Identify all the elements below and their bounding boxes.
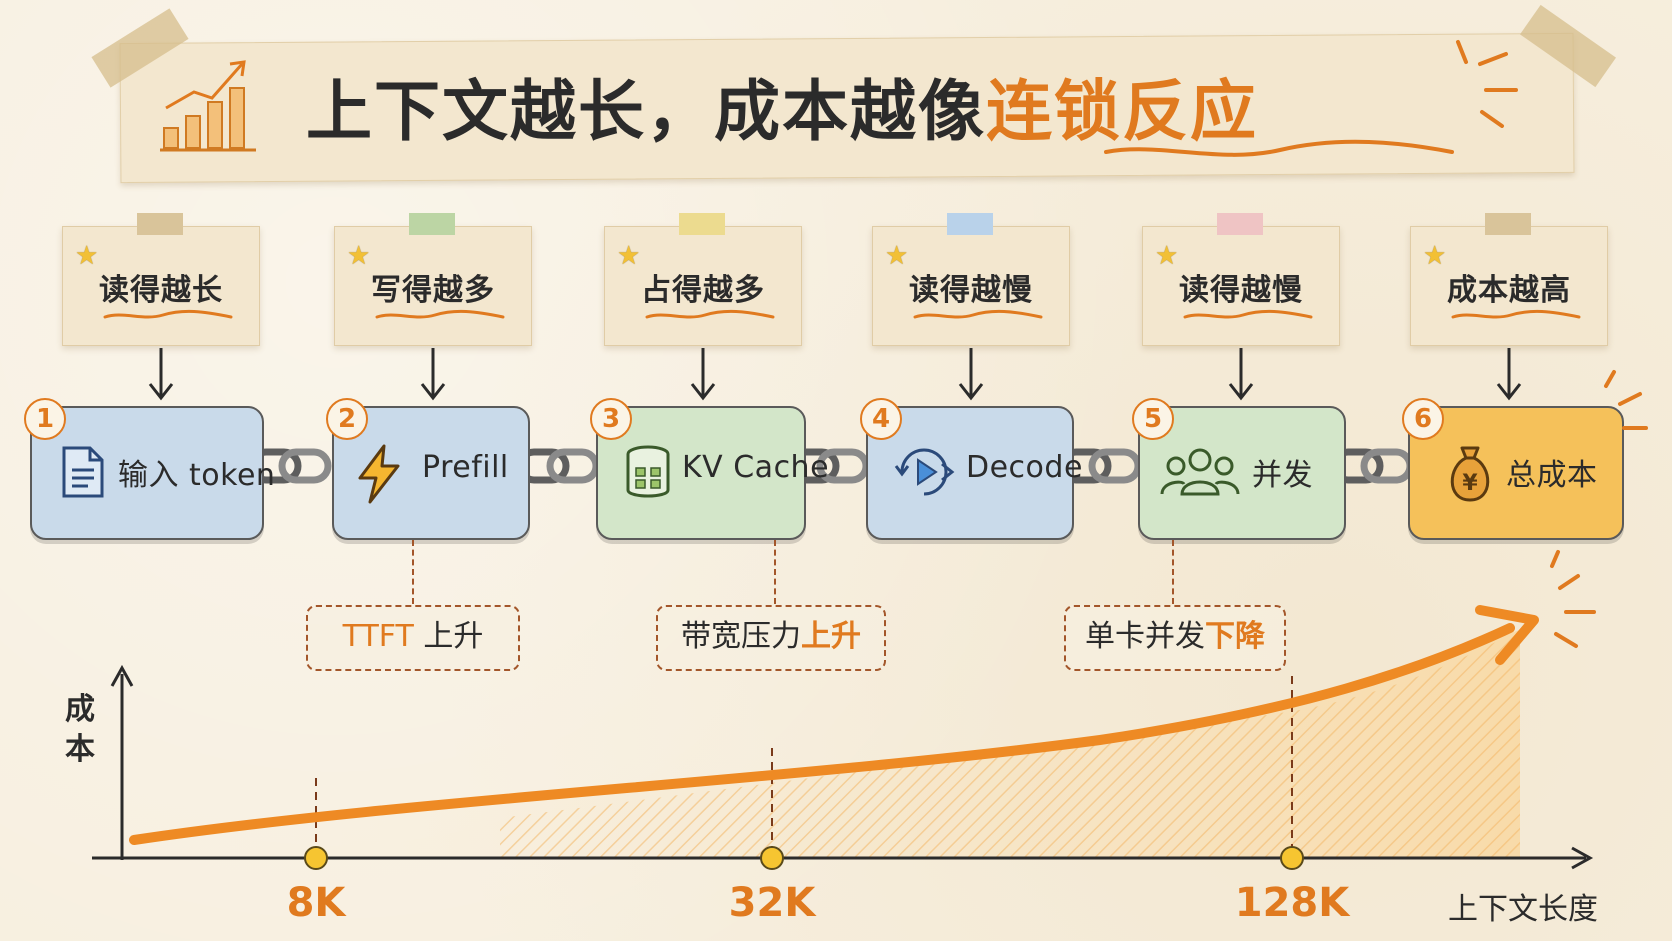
- stage-number-badge: 3: [590, 398, 632, 440]
- star-icon: ★: [885, 241, 909, 271]
- stage-box: 5 并发: [1132, 398, 1346, 540]
- note-tape: [1485, 213, 1531, 235]
- note-tape: [1217, 213, 1263, 235]
- callout-ttft: TTFT 上升: [306, 605, 520, 671]
- title-underline: [1104, 139, 1454, 157]
- stage-number-badge: 6: [1402, 398, 1444, 440]
- title-accent: 连锁反应: [986, 73, 1258, 150]
- stage-label: Prefill: [422, 450, 509, 485]
- down-arrow-icon: [146, 346, 176, 406]
- callout-text: TTFT: [342, 619, 424, 654]
- note-label: 读得越慢: [1179, 273, 1303, 308]
- star-icon: ★: [617, 241, 641, 271]
- callout-connector-2: [412, 540, 414, 604]
- curve-arrowhead: [1475, 605, 1539, 665]
- squiggle-underline: [913, 309, 1043, 319]
- note-label: 成本越高: [1447, 273, 1571, 308]
- x-axis-arrow: [1571, 846, 1594, 870]
- document-icon: [58, 444, 108, 504]
- callout-connector-5: [1172, 540, 1174, 604]
- star-icon: ★: [347, 241, 371, 271]
- sparks-icon: [1550, 550, 1596, 648]
- cost-curve: [129, 623, 1515, 845]
- area-hatch: [500, 630, 1520, 858]
- callout-text: 单卡并发: [1085, 619, 1205, 654]
- y-axis-label: 成本: [65, 692, 95, 767]
- down-arrow-icon: [1226, 346, 1256, 406]
- star-icon: ★: [75, 241, 99, 271]
- stage-label: Decode: [966, 450, 1083, 485]
- stage-number-badge: 4: [860, 398, 902, 440]
- stage-box: 3 KV Cache: [590, 398, 829, 540]
- down-arrow-icon: [688, 346, 718, 406]
- squiggle-underline: [375, 309, 505, 319]
- stage-box: 1 输入 token: [24, 398, 275, 540]
- stage-box: 6 ¥ 总成本: [1402, 398, 1624, 540]
- note-label: 写得越多: [371, 273, 495, 308]
- stage-label: 输入 token: [118, 458, 276, 493]
- star-icon: ★: [1423, 241, 1447, 271]
- database-icon: [622, 444, 674, 504]
- star-icon: ★: [1155, 241, 1179, 271]
- stage-label: KV Cache: [682, 450, 830, 485]
- squiggle-underline: [645, 309, 775, 319]
- callout-concurrency: 单卡并发下降: [1064, 605, 1286, 671]
- tick-dot-8k: [304, 846, 328, 870]
- stage-number-badge: 1: [24, 398, 66, 440]
- note-tape: [137, 213, 183, 235]
- callout-highlight: 上升: [423, 619, 484, 654]
- note-card: ★读得越慢: [1142, 213, 1340, 346]
- callout-highlight: 上升: [801, 619, 861, 654]
- note-card: ★读得越长: [62, 213, 260, 346]
- tick-dot-32k: [760, 846, 784, 870]
- note-tape: [409, 213, 455, 235]
- squiggle-underline: [103, 309, 233, 319]
- note-card: ★成本越高: [1410, 213, 1608, 346]
- down-arrow-icon: [956, 346, 986, 406]
- x-axis-label: 上下文长度: [1448, 892, 1598, 927]
- note-tape: [679, 213, 725, 235]
- x-tick-128k: 128K: [1234, 880, 1350, 926]
- x-tick-8k: 8K: [286, 880, 346, 926]
- note-label: 读得越长: [99, 273, 223, 308]
- svg-text:¥: ¥: [1462, 471, 1478, 496]
- stage-label: 并发: [1252, 458, 1313, 493]
- note-card: ★写得越多: [334, 213, 532, 346]
- callout-bandwidth: 带宽压力上升: [656, 605, 886, 671]
- lightning-icon: [354, 444, 404, 508]
- growth-chart-icon: [160, 60, 256, 152]
- callout-text: 带宽压力: [681, 619, 801, 654]
- callout-connector-3: [774, 540, 776, 604]
- stage-number-badge: 5: [1132, 398, 1174, 440]
- callout-highlight: 下降: [1205, 619, 1265, 654]
- note-tape: [947, 213, 993, 235]
- squiggle-underline: [1183, 309, 1313, 319]
- squiggle-underline: [1451, 309, 1581, 319]
- note-label: 读得越慢: [909, 273, 1033, 308]
- y-axis-arrow: [110, 664, 134, 687]
- note-label: 占得越多: [641, 273, 765, 308]
- play-cycle-icon: [892, 444, 956, 504]
- stage-label: 总成本: [1506, 458, 1598, 493]
- money-bag-icon: ¥: [1444, 444, 1496, 508]
- down-arrow-icon: [1494, 346, 1524, 406]
- down-arrow-icon: [418, 346, 448, 406]
- note-card: ★读得越慢: [872, 213, 1070, 346]
- x-tick-32k: 32K: [728, 880, 816, 926]
- page-title: 上下文越长，成本越像连锁反应: [306, 64, 1258, 160]
- note-card: ★占得越多: [604, 213, 802, 346]
- sparks-icon: [1604, 370, 1648, 430]
- tick-dot-128k: [1280, 846, 1304, 870]
- stage-number-badge: 2: [326, 398, 368, 440]
- title-main: 上下文越长，成本越像: [306, 73, 986, 150]
- users-icon: [1160, 444, 1240, 504]
- sparks-icon: [1456, 40, 1518, 128]
